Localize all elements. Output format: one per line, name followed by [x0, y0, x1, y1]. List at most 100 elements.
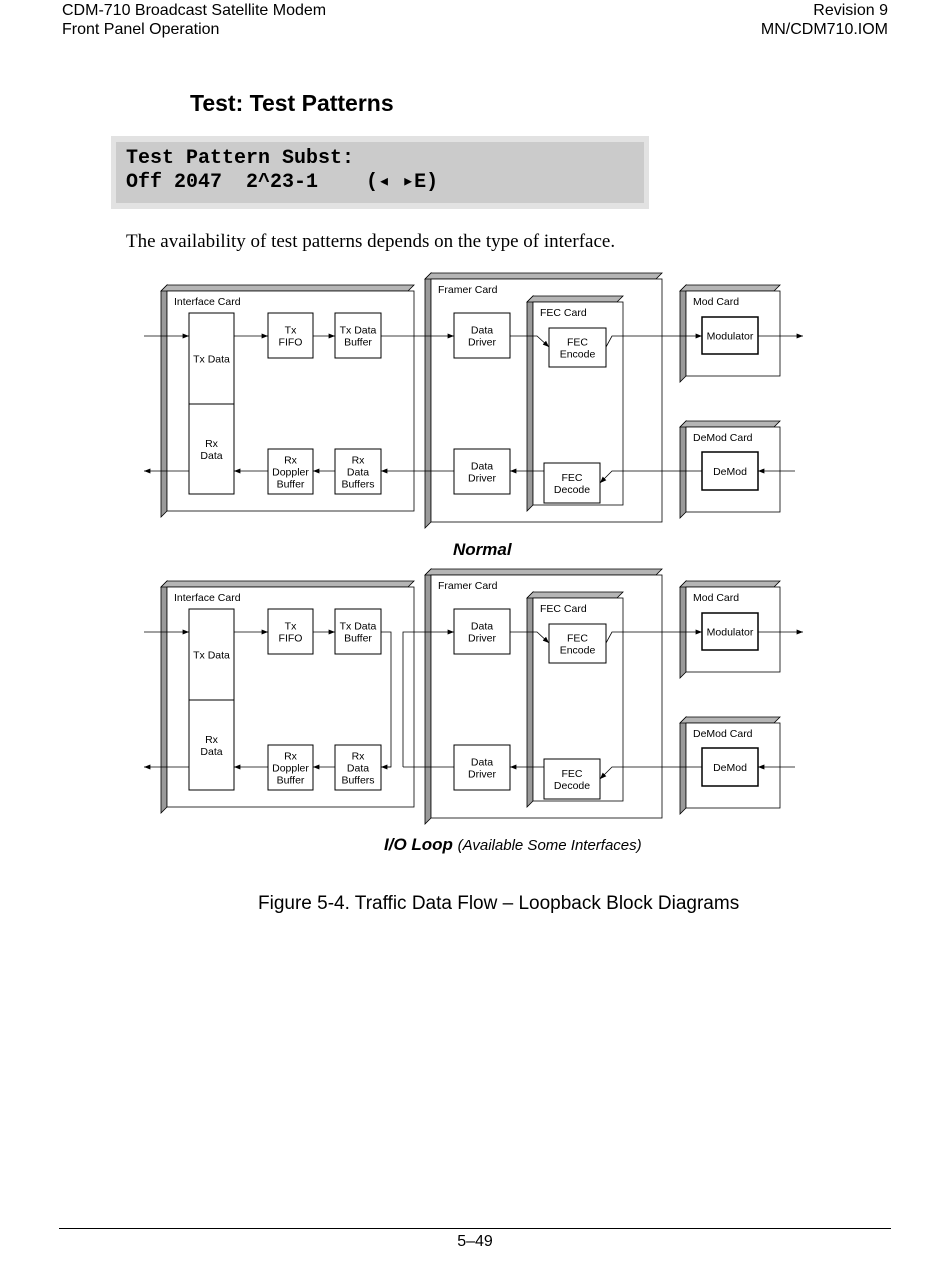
rx-data-block-text: Rx: [205, 734, 219, 746]
tx-data-buffer-block: [334, 608, 382, 655]
rx-data-block-text: Data: [200, 746, 222, 758]
tx-fifo-block-text: FIFO: [279, 633, 303, 645]
rx-data-block: [188, 403, 235, 495]
demod-card-label: DeMod Card: [693, 432, 753, 444]
rx-doppler-buffer-block-text: Buffer: [277, 775, 305, 787]
encode-to-mod-arrow: [605, 629, 702, 644]
header-chapter: Front Panel Operation: [62, 21, 220, 38]
tx-data-block-text: Tx Data: [193, 354, 230, 366]
tx-data-driver-block-text: Driver: [468, 633, 497, 645]
tx-data-buffer-block-text: Buffer: [344, 337, 372, 349]
tx-fifo-block-text: Tx: [285, 325, 297, 337]
loop-diagram-title: I/O Loop (Available Some Interfaces): [384, 835, 642, 855]
demod-card-side: [679, 716, 687, 815]
interface-card-top: [160, 580, 415, 588]
mod-card-label: Mod Card: [693, 296, 739, 308]
demod-card-top: [679, 716, 781, 724]
rx-doppler-buffer-block: [267, 448, 314, 495]
footer-rule: [59, 1228, 891, 1229]
demod-card-side: [679, 420, 687, 519]
rx-data-block-text: Rx: [205, 438, 219, 450]
rx-data-driver-block-text: Driver: [468, 769, 497, 781]
rx-data-buffers-block: [334, 448, 382, 495]
rx-data-block-text: Data: [200, 450, 222, 462]
mod-card-top: [679, 284, 781, 292]
framer-card-top: [424, 568, 663, 576]
demod-block-text: DeMod: [713, 762, 747, 774]
tx-data-driver-block-text: Data: [471, 325, 493, 337]
rx-doppler-buffer-block: [267, 744, 314, 791]
tx-data-block: [188, 608, 235, 701]
rx-doppler-buffer-block-text: Doppler: [272, 763, 309, 775]
modulator-block: [701, 316, 759, 355]
loop-title-main: I/O Loop: [384, 835, 453, 854]
tx-data-driver-block-text: Data: [471, 621, 493, 633]
demod-card-top: [679, 420, 781, 428]
demod-card-label: DeMod Card: [693, 728, 753, 740]
rx-data-driver-block-text: Data: [471, 757, 493, 769]
header-doc-number: MN/CDM710.IOM: [760, 21, 888, 38]
framer-card-side: [424, 568, 432, 825]
fec-encode-block: [548, 623, 607, 664]
rx-data-buffers-block-text: Buffers: [341, 775, 374, 787]
fec-decode-block-text: FEC: [562, 472, 583, 484]
tx-data-block: [188, 312, 235, 405]
rx-doppler-buffer-block-text: Doppler: [272, 467, 309, 479]
header-revision: Revision 9: [813, 2, 888, 19]
fec-encode-block-text: Encode: [560, 349, 596, 361]
rx-data-driver-block-text: Driver: [468, 473, 497, 485]
fec-decode-block-text: Decode: [554, 780, 590, 792]
interface-card-side: [160, 284, 168, 518]
rx-data-driver-block-text: Data: [471, 461, 493, 473]
rx-doppler-buffer-block-text: Buffer: [277, 479, 305, 491]
mod-card-label: Mod Card: [693, 592, 739, 604]
mod-card-side: [679, 284, 687, 383]
interface-card-side: [160, 580, 168, 814]
fec-card-label: FEC Card: [540, 603, 587, 615]
interface-card-label: Interface Card: [174, 592, 241, 604]
rx-data-buffers-block-text: Rx: [352, 751, 366, 763]
fec-decode-block-text: FEC: [562, 768, 583, 780]
fec-encode-block-text: Encode: [560, 645, 596, 657]
loop-title-sub: (Available Some Interfaces): [457, 837, 642, 854]
tx-fifo-block-text: FIFO: [279, 337, 303, 349]
demod-block-text: DeMod: [713, 466, 747, 478]
framer-card-label: Framer Card: [438, 580, 498, 592]
interface-card-label: Interface Card: [174, 296, 241, 308]
rx-data-block: [188, 699, 235, 791]
tx-data-buffer-block-text: Tx Data: [340, 621, 377, 633]
demod-to-decode-line: [599, 470, 702, 484]
modulator-block-text: Modulator: [707, 627, 754, 639]
rx-doppler-buffer-block-text: Rx: [284, 751, 298, 763]
fec-encode-block-text: FEC: [567, 337, 588, 349]
framer-card-side: [424, 272, 432, 529]
running-header-left: CDM-710 Broadcast Satellite Modem Front …: [62, 1, 326, 39]
rx-data-buffers-block-text: Data: [347, 763, 369, 775]
fec-decode-block: [543, 758, 601, 800]
fec-encode-block: [548, 327, 607, 368]
fec-card-top: [526, 591, 624, 599]
running-header-right: Revision 9 MN/CDM710.IOM: [761, 1, 888, 39]
lcd-line-1: Test Pattern Subst:: [126, 147, 355, 170]
fec-card-side: [526, 591, 534, 808]
normal-diagram-title: Normal: [453, 540, 512, 559]
lcd-display: Test Pattern Subst: Off 2047 2^23-1 (◂ ▸…: [111, 136, 649, 209]
driver-to-encode-line: [510, 631, 550, 644]
section-title: Test: Test Patterns: [190, 90, 394, 116]
tx-data-driver-block-text: Driver: [468, 337, 497, 349]
tx-fifo-block: [267, 608, 314, 655]
rx-data-driver-block: [453, 744, 511, 791]
lcd-screen: Test Pattern Subst: Off 2047 2^23-1 (◂ ▸…: [116, 142, 644, 203]
modulator-block: [701, 612, 759, 651]
modulator-block-text: Modulator: [707, 331, 754, 343]
demod-to-decode-line: [599, 766, 702, 780]
rx-data-buffers-block-text: Rx: [352, 455, 366, 467]
header-doc-title: CDM-710 Broadcast Satellite Modem: [62, 2, 327, 19]
figure-caption: Figure 5-4. Traffic Data Flow – Loopback…: [258, 893, 740, 914]
fec-encode-block-text: FEC: [567, 633, 588, 645]
rx-data-buffers-block-text: Buffers: [341, 479, 374, 491]
fec-card-side: [526, 295, 534, 512]
